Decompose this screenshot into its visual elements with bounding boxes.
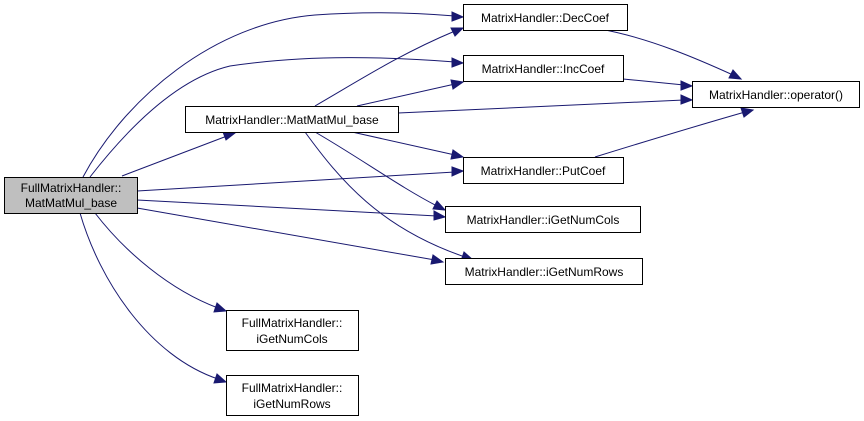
- edge-matmatmul-to-putcoef: [351, 131, 465, 160]
- node-label: iGetNumCols: [256, 332, 327, 346]
- node-label: MatrixHandler::MatMatMul_base: [205, 113, 379, 127]
- edge-fullmatmul-to-mh-getnumcols: [136, 199, 447, 221]
- node-matrixhandler-operator[interactable]: MatrixHandler::operator(): [692, 81, 860, 108]
- node-fullmatrixhandler-igetnumcols[interactable]: FullMatrixHandler:: iGetNumCols: [226, 310, 359, 351]
- edge-putcoef-to-operator: [594, 107, 755, 158]
- node-label: MatrixHandler::IncCoef: [482, 62, 605, 76]
- node-matrixhandler-deccoef[interactable]: MatrixHandler::DecCoef: [463, 4, 628, 31]
- node-fullmatrixhandler-igetnumrows[interactable]: FullMatrixHandler:: iGetNumRows: [226, 375, 359, 416]
- edge-fullmatmul-to-inccoef: [89, 57, 465, 178]
- node-label: MatrixHandler::operator(): [709, 88, 843, 102]
- node-matrixhandler-inccoef[interactable]: MatrixHandler::IncCoef: [463, 55, 624, 82]
- edge-fullmatmul-to-matmatmul: [121, 131, 237, 177]
- node-label: MatMatMul_base: [25, 196, 117, 210]
- node-label: iGetNumRows: [253, 397, 330, 411]
- node-matrixhandler-igetnumcols[interactable]: MatrixHandler::iGetNumCols: [445, 206, 641, 233]
- node-label: FullMatrixHandler::: [242, 316, 343, 330]
- edge-matmatmul-to-operator: [397, 94, 694, 114]
- node-label: MatrixHandler::DecCoef: [481, 11, 610, 25]
- edge-matmatmul-to-deccoef: [314, 27, 465, 107]
- node-label: MatrixHandler::iGetNumRows: [465, 265, 624, 279]
- edge-inccoef-to-operator: [622, 78, 694, 91]
- edge-fullmatmul-to-putcoef: [136, 166, 465, 192]
- node-matrixhandler-igetnumrows[interactable]: MatrixHandler::iGetNumRows: [445, 258, 643, 285]
- edge-matmatmul-to-mh-getnumcols: [314, 131, 447, 211]
- node-label: FullMatrixHandler::: [21, 181, 122, 195]
- edge-fullmatmul-to-fm-getnumrows: [79, 212, 228, 384]
- node-label: MatrixHandler::PutCoef: [481, 164, 606, 178]
- node-matrixhandler-matmatmul-base[interactable]: MatrixHandler::MatMatMul_base: [185, 106, 399, 133]
- edge-deccoef-to-operator: [599, 28, 743, 80]
- node-fullmatrixhandler-matmatmul-base[interactable]: FullMatrixHandler:: MatMatMul_base: [4, 177, 138, 214]
- node-matrixhandler-putcoef[interactable]: MatrixHandler::PutCoef: [463, 157, 624, 184]
- edge-fullmatmul-to-mh-getnumrows: [136, 207, 445, 265]
- edge-fullmatmul-to-fm-getnumcols: [94, 212, 228, 313]
- edge-matmatmul-to-inccoef: [356, 79, 465, 107]
- node-label: FullMatrixHandler::: [242, 381, 343, 395]
- edge-fullmatmul-to-deccoef: [82, 11, 465, 178]
- node-label: MatrixHandler::iGetNumCols: [467, 213, 620, 227]
